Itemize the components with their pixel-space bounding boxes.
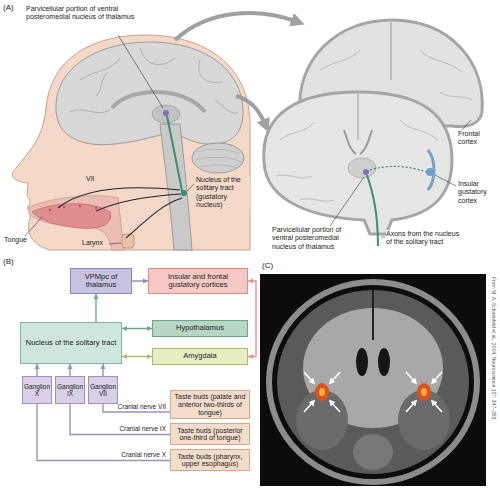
connector (103, 404, 170, 412)
figure-label: VII (86, 175, 95, 183)
nerve-label: Cranial nerve IX (118, 426, 167, 433)
flow-box: Ganglion IX (55, 376, 85, 404)
figure-label: (A) (3, 3, 14, 12)
box-text: VPMpc of thalamus (74, 273, 128, 290)
arrowhead (122, 326, 127, 331)
figure-label: Insular gustatory cortex (458, 180, 496, 205)
arrowhead (248, 354, 253, 359)
figure-label: Parvicellular portion of ventral postero… (26, 5, 138, 22)
figure-label: From M. A. Schoenfeld et al., 2004, Neur… (490, 277, 496, 419)
box-text: Amygdala (183, 352, 216, 360)
figure-label: Frontal cortex (458, 130, 496, 147)
mri-image (260, 274, 486, 486)
arrowhead (100, 364, 105, 369)
flow-box: Taste buds (posterior one-third of tongu… (170, 423, 250, 445)
flow-box: Ganglion VII (88, 376, 118, 404)
connector (122, 354, 152, 359)
arrowhead (67, 364, 72, 369)
connector (132, 278, 148, 283)
arrowhead (93, 294, 98, 299)
arrowhead (248, 278, 253, 283)
box-text: Insular and frontal gustatory cortices (152, 273, 244, 290)
nerve-label: Cranial nerve X (120, 452, 167, 459)
connector (100, 364, 105, 376)
flow-box: Hypothalamus (152, 320, 248, 337)
connector-line (37, 404, 170, 460)
box-text: Ganglion X (24, 383, 50, 398)
connector (67, 364, 72, 376)
box-text: Hypothalamus (176, 324, 224, 332)
box-text: Taste buds (pharynx, upper esophagus) (174, 453, 246, 469)
head-sagittal (12, 13, 298, 250)
flow-box: Taste buds (palate and anterior two-thir… (170, 390, 250, 419)
connector (70, 404, 170, 434)
brain-coronal-sections (264, 20, 483, 246)
flow-box: VPMpc of thalamus (70, 268, 132, 294)
connector (248, 278, 256, 359)
flow-box: Ganglion X (22, 376, 52, 404)
box-text: Ganglion IX (57, 383, 83, 398)
connector-line (103, 404, 170, 412)
box-text: Taste buds (posterior one-third of tongu… (174, 427, 246, 443)
figure-label: Tongue (4, 236, 27, 244)
arrowhead (34, 364, 39, 369)
connector-line (70, 404, 170, 434)
connector (34, 364, 39, 376)
figure-label: (B) (3, 257, 14, 266)
connector (122, 326, 152, 331)
connector (37, 404, 170, 460)
flow-box: Nucleus of the solitary tract (20, 322, 122, 364)
connector (93, 294, 98, 322)
figure-label: Nucleus of the solitary tract (gustatory… (196, 176, 250, 209)
flow-box: Insular and frontal gustatory cortices (148, 268, 248, 294)
nerve-label: Cranial nerve VII (117, 404, 167, 411)
flow-box: Amygdala (152, 348, 248, 365)
box-text: Ganglion VII (90, 383, 116, 398)
connector-line (248, 281, 256, 357)
figure-label: Larynx (82, 239, 103, 247)
flow-box: Taste buds (pharynx, upper esophagus) (170, 449, 250, 471)
arrowhead (122, 354, 127, 359)
figure-label: (C) (262, 261, 273, 270)
figure-label: Axons from the nucleus of the solitary t… (386, 230, 462, 247)
box-text: Nucleus of the solitary tract (26, 339, 116, 347)
figure-label: Parvicellular portion of ventral postero… (272, 226, 360, 251)
box-text: Taste buds (palate and anterior two-thir… (174, 393, 246, 416)
